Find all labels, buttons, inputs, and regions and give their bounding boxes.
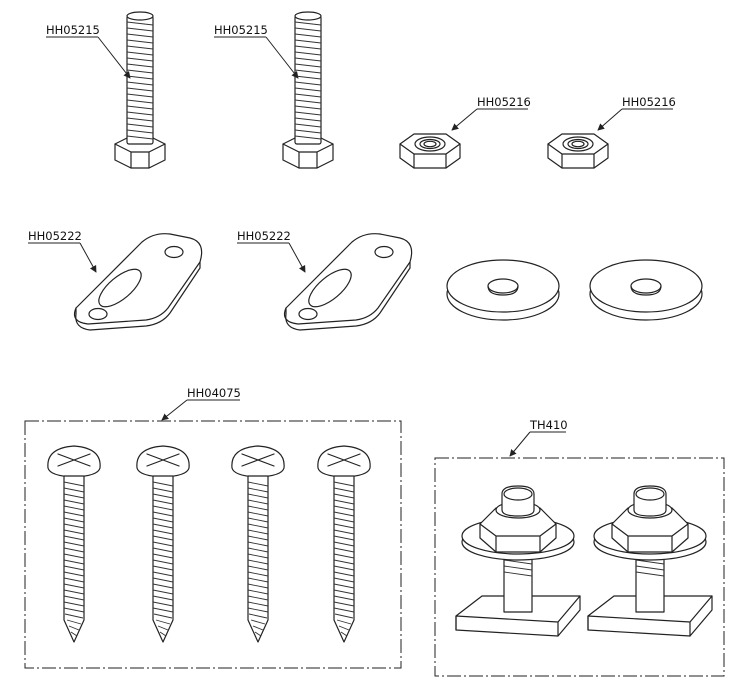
label-mounting-plate-2: HH05222 [237, 229, 291, 243]
t-bolt-assembly-2 [587, 485, 713, 637]
label-screws-group: HH04075 [187, 386, 241, 400]
hex-nut-1 [399, 133, 461, 169]
hex-bolt-1 [114, 11, 166, 169]
hex-nut-2 [547, 133, 609, 169]
truss-head-screw-1 [47, 445, 101, 643]
truss-head-screw-3 [231, 445, 285, 643]
label-hex-nut-2: HH05216 [622, 95, 676, 109]
t-bolt-assembly-1 [455, 485, 581, 637]
screws-group-frame [24, 420, 402, 669]
label-mounting-plate-1: HH05222 [28, 229, 82, 243]
flat-washer-1 [446, 259, 560, 321]
mounting-plate-1 [73, 233, 203, 331]
label-hex-nut-1: HH05216 [477, 95, 531, 109]
truss-head-screw-2 [136, 445, 190, 643]
label-hex-bolt-1: HH05215 [46, 23, 100, 37]
label-hex-bolt-2: HH05215 [214, 23, 268, 37]
label-tbolt-kit: TH410 [529, 418, 568, 432]
mounting-plate-2 [283, 233, 413, 331]
hex-bolt-2 [282, 11, 334, 169]
truss-head-screw-4 [317, 445, 371, 643]
tbolt-kit-frame [434, 457, 725, 677]
flat-washer-2 [589, 259, 703, 321]
